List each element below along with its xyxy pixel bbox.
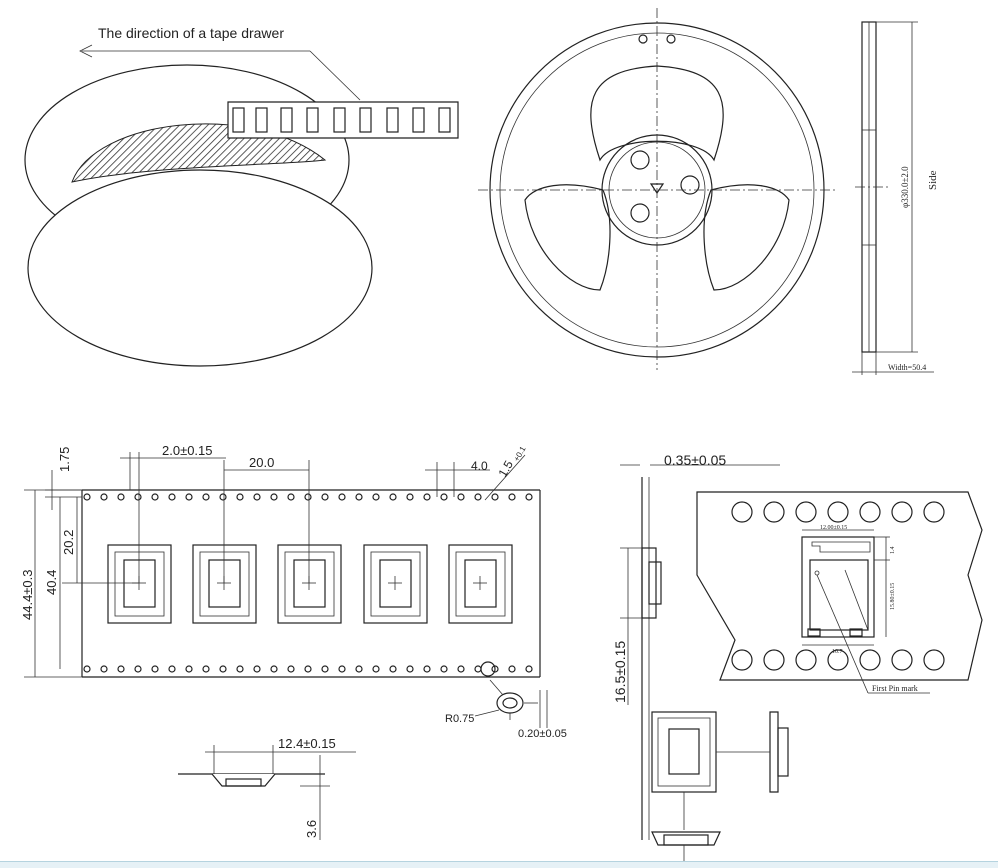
dim-20-0: 20.0 xyxy=(249,455,274,470)
dim-0-20: 0.20±0.05 xyxy=(518,728,567,740)
reel-width-label: Width=50.4 xyxy=(888,363,926,372)
tape-direction-label: The direction of a tape drawer xyxy=(98,25,284,41)
carrier-tape-section: 12.4±0.15 3.6 xyxy=(178,736,356,840)
sprocket-holes-bottom xyxy=(83,665,533,673)
carrier-tape-top-view: 1.75 44.4±0.3 40.4 20.2 2.0±0.15 20.0 4.… xyxy=(20,443,567,740)
tape-pocket xyxy=(448,544,513,624)
tape-direction-arrow xyxy=(79,44,361,101)
dim-1-5: 1.5 xyxy=(495,458,516,480)
detail-holes-bottom xyxy=(731,649,945,671)
reel-diameter-label: φ330.0±2.0 xyxy=(900,166,910,208)
first-pin-mark-label: First Pin mark xyxy=(872,684,918,693)
tape-pocket xyxy=(363,544,428,624)
module-pad-label: 1.4 xyxy=(890,547,896,555)
dim-r0-75: R0.75 xyxy=(445,713,474,725)
dim-40-4: 40.4 xyxy=(44,570,59,595)
tape-pocket xyxy=(277,544,342,624)
detail-holes-top xyxy=(731,501,945,523)
module-width-label: 12.00±0.15 xyxy=(820,525,847,531)
footer-band xyxy=(0,861,998,868)
module-outline xyxy=(801,529,890,646)
carrier-tape-strip xyxy=(227,101,459,139)
reel-side-label: Side xyxy=(927,170,939,190)
reel-front-view xyxy=(478,8,838,370)
module-height-label: 15.80±0.15 xyxy=(890,583,896,610)
dim-44-4: 44.4±0.3 xyxy=(20,569,35,620)
dim-4-0: 4.0 xyxy=(471,459,488,473)
dim-1-75: 1.75 xyxy=(57,447,72,472)
dim-20-2: 20.2 xyxy=(61,530,76,555)
dim-12-4: 12.4±0.15 xyxy=(278,736,336,751)
sprocket-holes-top xyxy=(83,493,533,501)
tape-pocket xyxy=(107,544,172,624)
pocket-detail-view: 0.35±0.05 16.5±0.15 12.00±0.15 xyxy=(612,452,983,862)
dim-1-5-tolerance: +0.1 xyxy=(512,444,528,463)
pocket-side-view xyxy=(716,711,789,793)
sprocket-detail xyxy=(474,679,548,728)
reel-side-view: φ330.0±2.0 Side Width=50.4 xyxy=(852,21,939,375)
pocket-top-view xyxy=(651,711,717,830)
tape-pocket xyxy=(192,544,257,624)
pocket-section-view xyxy=(651,831,721,862)
dim-2-0: 2.0±0.15 xyxy=(162,443,213,458)
module-bottom-label: 10.7 xyxy=(832,649,843,655)
reel-perspective-view: The direction of a tape drawer xyxy=(24,25,459,367)
dim-0-35: 0.35±0.05 xyxy=(664,452,726,468)
dim-16-5: 16.5±0.15 xyxy=(612,641,628,703)
dim-3-6: 3.6 xyxy=(304,820,319,838)
